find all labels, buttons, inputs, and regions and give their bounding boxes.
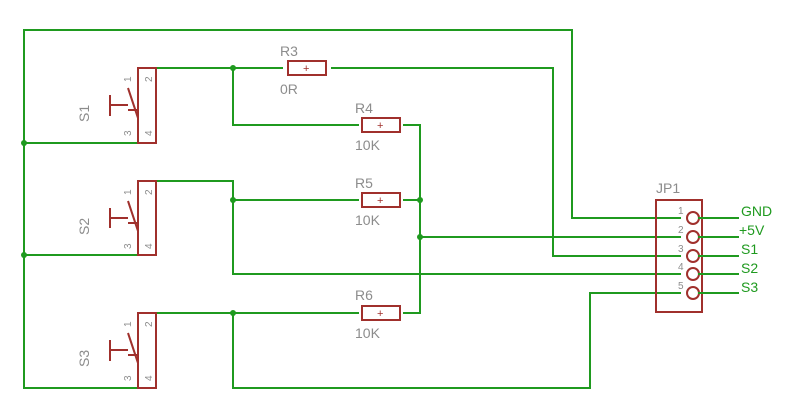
header-pin: [686, 249, 700, 263]
pin-number: 2: [144, 321, 155, 327]
net-label-s1: S1: [741, 241, 758, 257]
junctions: [21, 65, 423, 316]
resistor-ref: R4: [355, 100, 373, 116]
wire-r4-5v: [403, 124, 421, 314]
junction: [230, 197, 236, 203]
switch-s1: S1 1 2 3 4: [76, 67, 157, 144]
pin-number: 5: [678, 281, 684, 292]
pin-number: 1: [123, 321, 134, 327]
junction: [21, 140, 27, 146]
pin-number: 2: [144, 76, 155, 82]
header-ref: JP1: [656, 180, 680, 196]
net-label-s3: S3: [741, 279, 758, 295]
header-pin: [686, 286, 700, 300]
resistor-r5: + R5 10K: [355, 175, 401, 228]
wire-gnd-top: [23, 29, 681, 389]
pin-number: 2: [678, 225, 684, 236]
resistor-value: 0R: [280, 81, 298, 97]
net-label-gnd: GND: [741, 203, 772, 219]
resistor-ref: R3: [280, 43, 298, 59]
resistor-plus-mark: +: [377, 120, 383, 132]
resistor-r6: + R6 10K: [355, 287, 401, 341]
pin-number: 4: [144, 375, 155, 381]
wire-s3-jp1: [232, 292, 681, 389]
switch-s2: S2 1 2 3 4: [76, 180, 157, 256]
resistor-ref: R6: [355, 287, 373, 303]
pin-number: 2: [144, 189, 155, 195]
net-label-s2: S2: [741, 260, 758, 276]
pin-number: 1: [678, 206, 684, 217]
resistor-r3: + R3 0R: [280, 43, 327, 97]
header-pin: [686, 230, 700, 244]
junction: [417, 197, 423, 203]
wire-r3-to-jp1: [331, 67, 681, 257]
switch-s3: S3 1 2 3 4: [76, 312, 157, 389]
resistor-r4: + R4 10K: [355, 100, 401, 153]
resistor-value: 10K: [355, 325, 381, 341]
pin-number: 3: [123, 243, 134, 249]
pin-number: 3: [123, 375, 134, 381]
resistor-plus-mark: +: [377, 308, 383, 320]
pin-number: 4: [144, 243, 155, 249]
resistor-plus-mark: +: [377, 195, 383, 207]
switch-ref: S3: [76, 350, 92, 367]
resistor-value: 10K: [355, 212, 381, 228]
pin-number: 3: [678, 244, 684, 255]
switch-ref: S1: [76, 105, 92, 122]
header-jp1: JP1 1 2 3 4 5 GND +5V S1 S2 S3: [655, 180, 772, 313]
header-pin: [686, 211, 700, 225]
pin-number: 4: [678, 262, 684, 273]
switch-ref: S2: [76, 218, 92, 235]
junction: [417, 234, 423, 240]
resistor-ref: R5: [355, 175, 373, 191]
pin-number: 1: [123, 76, 134, 82]
resistor-value: 10K: [355, 137, 381, 153]
wire-s2-top: [155, 180, 681, 275]
junction: [21, 252, 27, 258]
header-pin: [686, 267, 700, 281]
net-label-5v: +5V: [739, 222, 765, 238]
junction: [230, 310, 236, 316]
wire-s1-r4: [232, 67, 359, 126]
junction: [230, 65, 236, 71]
pin-number: 4: [144, 130, 155, 136]
pin-number: 3: [123, 130, 134, 136]
resistor-plus-mark: +: [303, 63, 309, 75]
pin-number: 1: [123, 189, 134, 195]
wires: [23, 29, 681, 389]
